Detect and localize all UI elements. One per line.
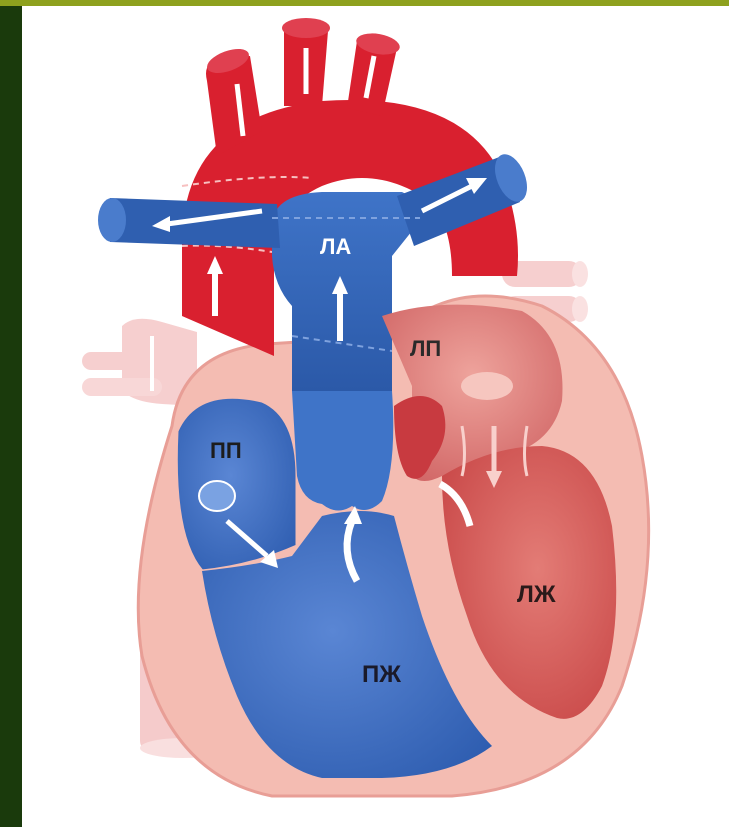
pulmonary-valve-region bbox=[292, 391, 393, 511]
superior-vena-cava-faded bbox=[82, 319, 197, 406]
diagram-canvas: ЛА ЛП ПП ЛЖ ПЖ bbox=[22, 6, 729, 827]
label-left-ventricle: ЛЖ bbox=[517, 581, 556, 608]
label-right-ventricle: ПЖ bbox=[362, 661, 401, 688]
label-left-atrium: ЛП bbox=[410, 336, 441, 361]
right-atrium bbox=[176, 397, 297, 571]
label-right-atrium: ПП bbox=[210, 438, 242, 463]
pulmonary-vein-opening bbox=[461, 372, 513, 400]
label-pulmonary-artery: ЛА bbox=[320, 234, 351, 259]
heart-diagram: ЛА ЛП ПП ЛЖ ПЖ bbox=[22, 6, 729, 827]
